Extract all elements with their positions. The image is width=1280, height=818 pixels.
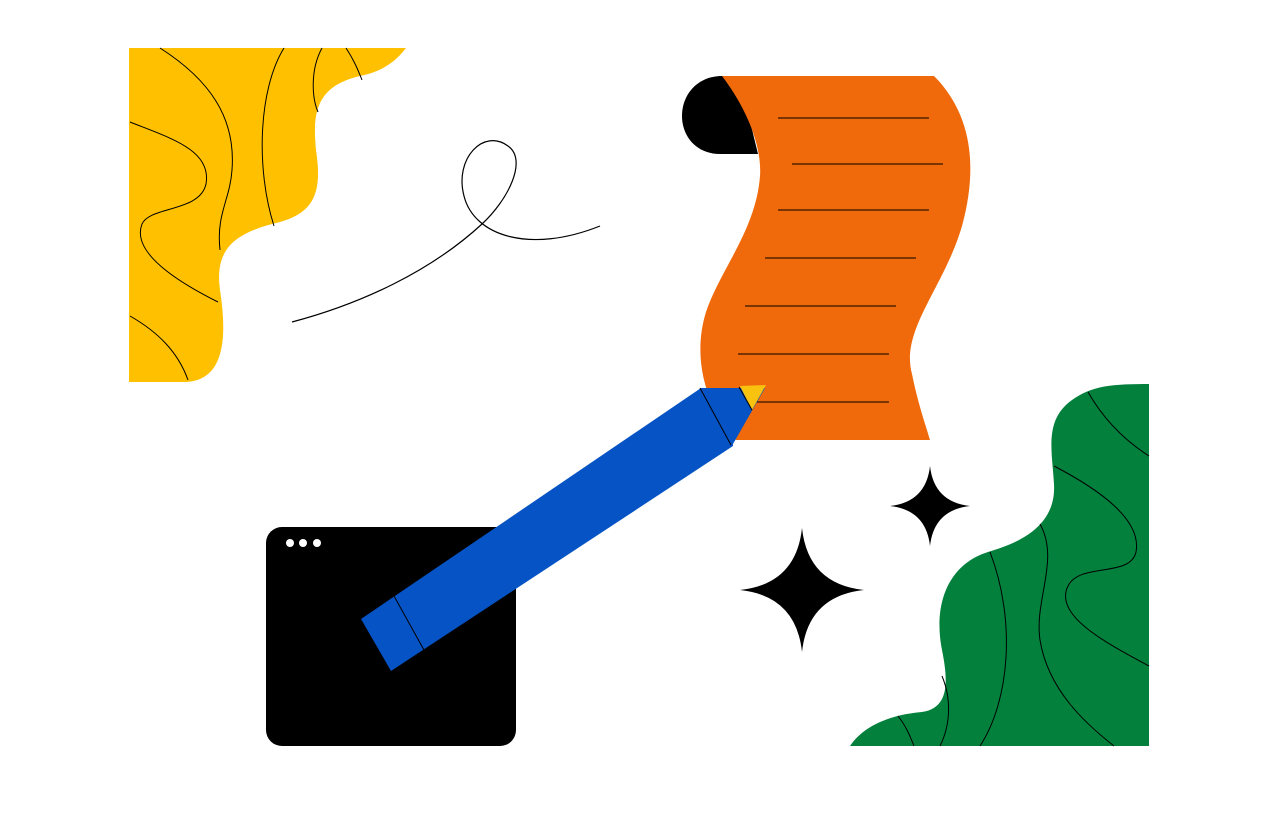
contour-line — [129, 315, 189, 381]
contour-line — [897, 715, 915, 747]
paper-scroll — [682, 76, 971, 440]
sparkles — [740, 466, 970, 652]
contour-line — [979, 551, 1007, 747]
contour-line — [345, 47, 363, 81]
green-blob-contour-lines — [897, 391, 1150, 747]
scroll-text-lines — [738, 117, 943, 403]
contour-line — [312, 47, 323, 113]
contour-line — [261, 47, 285, 227]
pencil-band-line — [393, 595, 425, 651]
yellow-blob-shape — [129, 48, 406, 382]
pencil-tip — [740, 385, 766, 410]
contour-line — [1053, 465, 1150, 667]
yellow-blob — [129, 47, 406, 382]
sparkle-large — [740, 528, 864, 652]
contour-line — [1087, 391, 1150, 457]
contour-line — [129, 121, 219, 303]
yellow-blob-contour-lines — [129, 47, 363, 381]
pencil-band-line — [699, 387, 732, 446]
green-blob-shape — [850, 384, 1149, 746]
window-dot — [286, 539, 294, 547]
green-blob — [850, 384, 1150, 747]
window-control-dots — [286, 539, 321, 547]
window-dot — [313, 539, 321, 547]
pencil-body — [361, 388, 765, 671]
sparkle-small — [890, 466, 970, 546]
window-dot — [299, 539, 307, 547]
contour-line — [939, 675, 950, 747]
squiggle-line — [291, 140, 601, 323]
contour-line — [1038, 523, 1115, 747]
contour-line — [159, 47, 233, 251]
pencil-band-lines — [393, 386, 753, 651]
pencil-band-line — [738, 386, 753, 411]
pencil — [361, 385, 766, 671]
